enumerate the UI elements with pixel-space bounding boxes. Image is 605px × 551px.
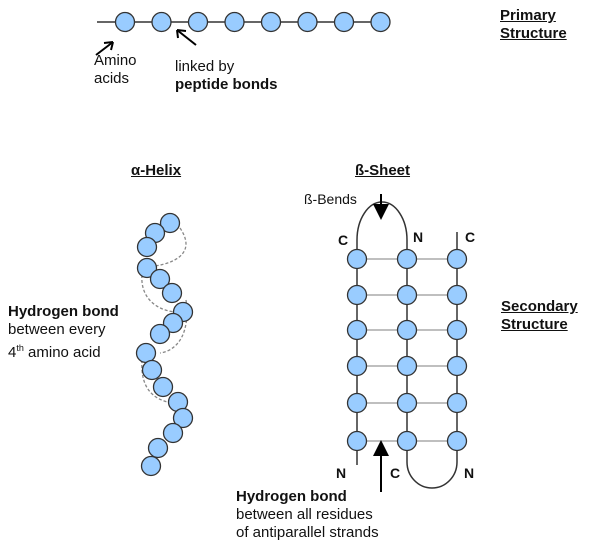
amino-acids-arrowhead xyxy=(103,41,114,51)
sheet-residue xyxy=(346,355,368,377)
alpha-helix-title: α-Helix xyxy=(131,162,182,179)
primary-residue xyxy=(297,11,318,33)
helix-residue xyxy=(161,282,183,304)
sheet-residue xyxy=(446,319,468,341)
sheet-residue xyxy=(446,284,468,306)
primary-residue xyxy=(187,11,209,33)
sheet-residue xyxy=(446,355,468,377)
helix-residue xyxy=(136,236,158,258)
strand3-top-label: C xyxy=(465,229,476,245)
sheet-residue xyxy=(346,248,368,270)
strand2-bottom-label: C xyxy=(390,465,401,481)
helix-residue xyxy=(172,407,194,429)
beta-sheet-title: ß-Sheet xyxy=(355,162,411,179)
sheet-residue xyxy=(346,319,368,341)
sheet-residue xyxy=(396,392,418,414)
sheet-residue xyxy=(396,319,418,341)
helix-residue xyxy=(162,312,184,334)
sheet-residue xyxy=(346,284,368,306)
sheet-residue xyxy=(446,392,468,414)
sheet-residue xyxy=(396,248,418,270)
helix-residue xyxy=(149,323,171,345)
primary-residue xyxy=(260,11,282,33)
helix-residue xyxy=(162,422,184,444)
sheet-residue xyxy=(346,430,368,452)
sheet-residue xyxy=(446,248,468,270)
primary-residue xyxy=(370,11,391,33)
strand1-top-label: C xyxy=(338,232,349,248)
helix-residue xyxy=(147,437,169,459)
sheet-residue xyxy=(346,392,368,414)
sheet-residue xyxy=(396,430,418,452)
helix-residue xyxy=(135,342,157,364)
sheet-residue xyxy=(396,355,418,377)
strand3-bottom-label: N xyxy=(464,465,475,481)
primary-residue xyxy=(333,11,355,33)
primary-residue xyxy=(151,11,172,33)
helix-residue xyxy=(140,455,162,477)
peptide-bond-arrow xyxy=(176,29,197,46)
helix-residue xyxy=(136,257,158,279)
helix-residue xyxy=(159,212,181,234)
strand2-top-label: N xyxy=(413,229,424,245)
helix-residue xyxy=(141,359,163,381)
sheet-backbones xyxy=(356,201,458,489)
sheet-residue xyxy=(446,430,468,452)
primary-residue xyxy=(224,11,245,33)
primary-residue xyxy=(114,11,136,33)
helix-residue xyxy=(152,376,174,398)
peptide-bond-arrowhead xyxy=(176,29,187,39)
helix-residue xyxy=(149,268,171,290)
beta-bends-label: ß-Bends xyxy=(304,191,357,207)
amino-acids-arrow xyxy=(95,41,114,56)
sheet-residue xyxy=(396,284,418,306)
strand1-bottom-label: N xyxy=(336,465,347,481)
